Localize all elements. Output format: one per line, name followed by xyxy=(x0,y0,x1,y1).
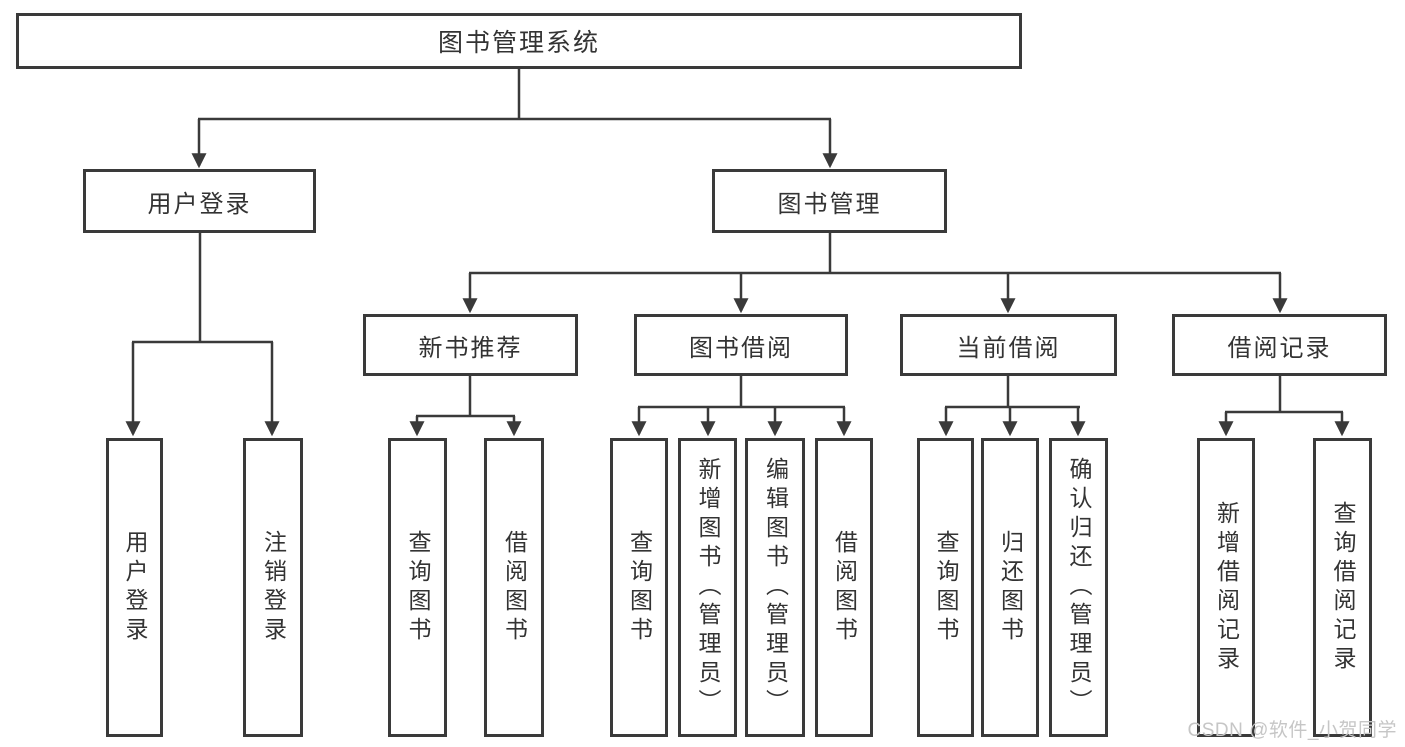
node-label: 编辑图书（管理员） xyxy=(762,457,789,718)
node-label: 查询借阅记录 xyxy=(1330,500,1356,675)
node-book-borrowing: 图书借阅 xyxy=(634,314,848,376)
node-library-management-system: 图书管理系统 xyxy=(16,13,1022,69)
node-borrow-books-borrowing: 借阅图书 xyxy=(815,438,873,737)
edge-book-borrowing-children xyxy=(631,376,852,437)
edge-current-borrowing-children xyxy=(938,376,1086,437)
node-user-login: 用户登录 xyxy=(83,169,316,233)
node-label: 借阅图书 xyxy=(501,529,528,646)
node-label: 用户登录 xyxy=(122,529,148,646)
node-current-borrowing: 当前借阅 xyxy=(900,314,1117,376)
node-query-borrow-record: 查询借阅记录 xyxy=(1313,438,1372,737)
node-label: 查询图书 xyxy=(626,529,653,646)
node-query-books-recommend: 查询图书 xyxy=(388,438,447,737)
node-label: 借阅图书 xyxy=(831,529,858,646)
csdn-watermark: CSDN @软件_小贺同学 xyxy=(1187,720,1397,741)
node-label: 新增借阅记录 xyxy=(1213,500,1240,675)
edge-user-login-children xyxy=(125,233,280,437)
node-confirm-return-admin: 确认归还（管理员） xyxy=(1049,438,1108,737)
node-query-books-borrowing: 查询图书 xyxy=(610,438,668,737)
node-add-borrow-record: 新增借阅记录 xyxy=(1197,438,1255,737)
node-label: 新增图书（管理员） xyxy=(695,457,721,718)
node-new-book-recommend: 新书推荐 xyxy=(363,314,578,376)
node-label: 查询图书 xyxy=(933,529,959,646)
node-borrow-books-recommend: 借阅图书 xyxy=(484,438,544,737)
edge-root-to-level2 xyxy=(191,69,838,169)
node-label: 注销登录 xyxy=(260,529,287,646)
edge-book-management-to-level3 xyxy=(462,233,1288,314)
node-label: 归还图书 xyxy=(997,529,1024,646)
node-logout: 注销登录 xyxy=(243,438,303,737)
node-borrowing-records: 借阅记录 xyxy=(1172,314,1387,376)
edge-borrowing-records-children xyxy=(1218,376,1350,437)
node-return-books: 归还图书 xyxy=(981,438,1039,737)
node-query-books-current: 查询图书 xyxy=(917,438,974,737)
node-edit-books-admin: 编辑图书（管理员） xyxy=(745,438,805,737)
node-add-books-admin: 新增图书（管理员） xyxy=(678,438,737,737)
node-user-login-leaf: 用户登录 xyxy=(106,438,163,737)
node-book-management: 图书管理 xyxy=(712,169,947,233)
node-label: 确认归还（管理员） xyxy=(1066,457,1092,718)
node-label: 查询图书 xyxy=(405,529,431,646)
edge-new-book-recommend-children xyxy=(409,376,522,437)
